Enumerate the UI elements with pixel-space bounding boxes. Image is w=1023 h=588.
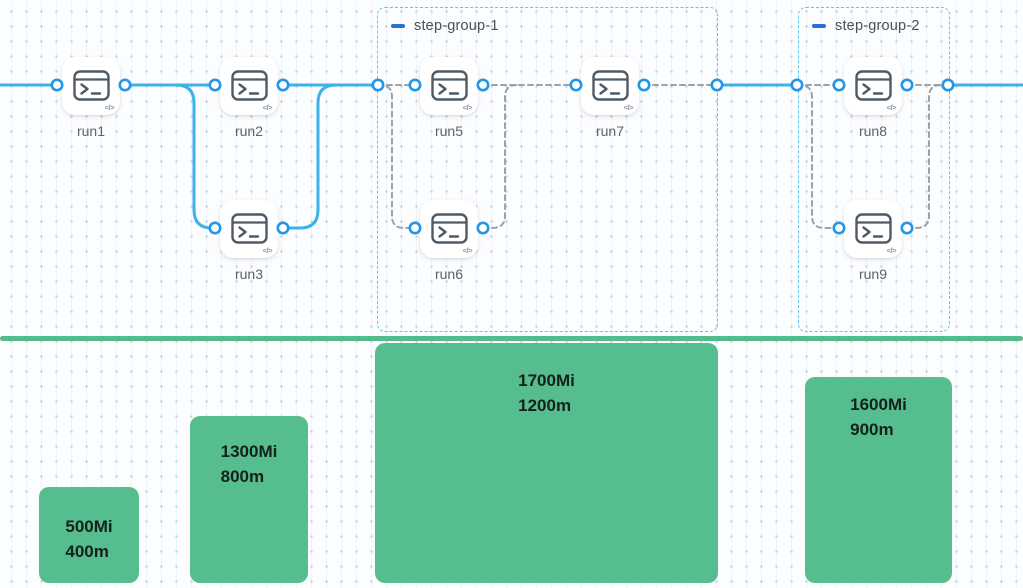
terminal-icon	[72, 69, 110, 101]
node-card[interactable]: </>	[420, 200, 478, 258]
step-group-label: step-group-1	[414, 18, 499, 34]
node-label: run7	[595, 123, 625, 139]
node-run6[interactable]: </> run6	[420, 200, 478, 282]
node-card[interactable]: </>	[844, 200, 902, 258]
terminal-icon	[430, 69, 468, 101]
node-label: run2	[234, 123, 264, 139]
connection-port[interactable]	[276, 221, 290, 235]
node-run8[interactable]: </> run8	[844, 57, 902, 139]
node-run9[interactable]: </> run9	[844, 200, 902, 282]
connection-port[interactable]	[208, 78, 222, 92]
terminal-icon	[230, 69, 268, 101]
memory-value: 500Mi	[65, 517, 113, 536]
node-card[interactable]: </>	[220, 57, 278, 115]
resource-bar: 500Mi 400m	[39, 487, 139, 583]
connection-port[interactable]	[50, 78, 64, 92]
node-card[interactable]: </>	[62, 57, 120, 115]
edge-run1-run3	[123, 83, 217, 230]
node-run3[interactable]: </> run3	[220, 200, 278, 282]
cpu-value: 800m	[220, 466, 265, 486]
connection-port[interactable]	[118, 78, 132, 92]
terminal-icon	[854, 212, 892, 244]
step-group-label: step-group-2	[835, 18, 920, 34]
node-card[interactable]: </>	[844, 57, 902, 115]
terminal-icon	[430, 212, 468, 244]
step-group-2-header: step-group-2	[812, 18, 920, 34]
node-card[interactable]: </>	[220, 200, 278, 258]
collapse-dash-icon[interactable]	[812, 24, 826, 28]
resource-bar: 1600Mi 900m	[805, 377, 952, 583]
memory-value: 1600Mi	[850, 395, 907, 414]
code-icon: </>	[262, 103, 273, 112]
node-label: run1	[76, 123, 106, 139]
terminal-icon	[854, 69, 892, 101]
step-group-1-header: step-group-1	[391, 18, 499, 34]
node-run7[interactable]: </> run7	[581, 57, 639, 139]
code-icon: </>	[262, 246, 273, 255]
node-label: run9	[858, 266, 888, 282]
node-run5[interactable]: </> run5	[420, 57, 478, 139]
node-run1[interactable]: </> run1	[62, 57, 120, 139]
code-icon: </>	[462, 246, 473, 255]
code-icon: </>	[886, 103, 897, 112]
code-icon: </>	[623, 103, 634, 112]
cpu-value: 1200m	[518, 395, 572, 415]
edge-run3-group1	[281, 83, 344, 230]
code-icon: </>	[886, 246, 897, 255]
node-label: run3	[234, 266, 264, 282]
collapse-dash-icon[interactable]	[391, 24, 405, 28]
terminal-icon	[591, 69, 629, 101]
connection-port[interactable]	[276, 78, 290, 92]
node-card[interactable]: </>	[420, 57, 478, 115]
node-card[interactable]: </>	[581, 57, 639, 115]
cpu-value: 900m	[850, 419, 894, 439]
code-icon: </>	[462, 103, 473, 112]
resource-separator-line	[0, 336, 1023, 341]
terminal-icon	[230, 212, 268, 244]
memory-value: 1300Mi	[220, 442, 278, 461]
resource-bar: 1300Mi 800m	[190, 416, 308, 583]
code-icon: </>	[104, 103, 115, 112]
memory-value: 1700Mi	[518, 371, 575, 390]
node-label: run6	[434, 266, 464, 282]
node-run2[interactable]: </> run2	[220, 57, 278, 139]
step-group-2-container[interactable]: step-group-2	[798, 7, 950, 332]
cpu-value: 400m	[65, 541, 109, 561]
node-label: run8	[858, 123, 888, 139]
node-label: run5	[434, 123, 464, 139]
connection-port[interactable]	[208, 221, 222, 235]
step-group-1-container[interactable]: step-group-1	[377, 7, 718, 332]
resource-bar: 1700Mi 1200m	[375, 343, 718, 583]
